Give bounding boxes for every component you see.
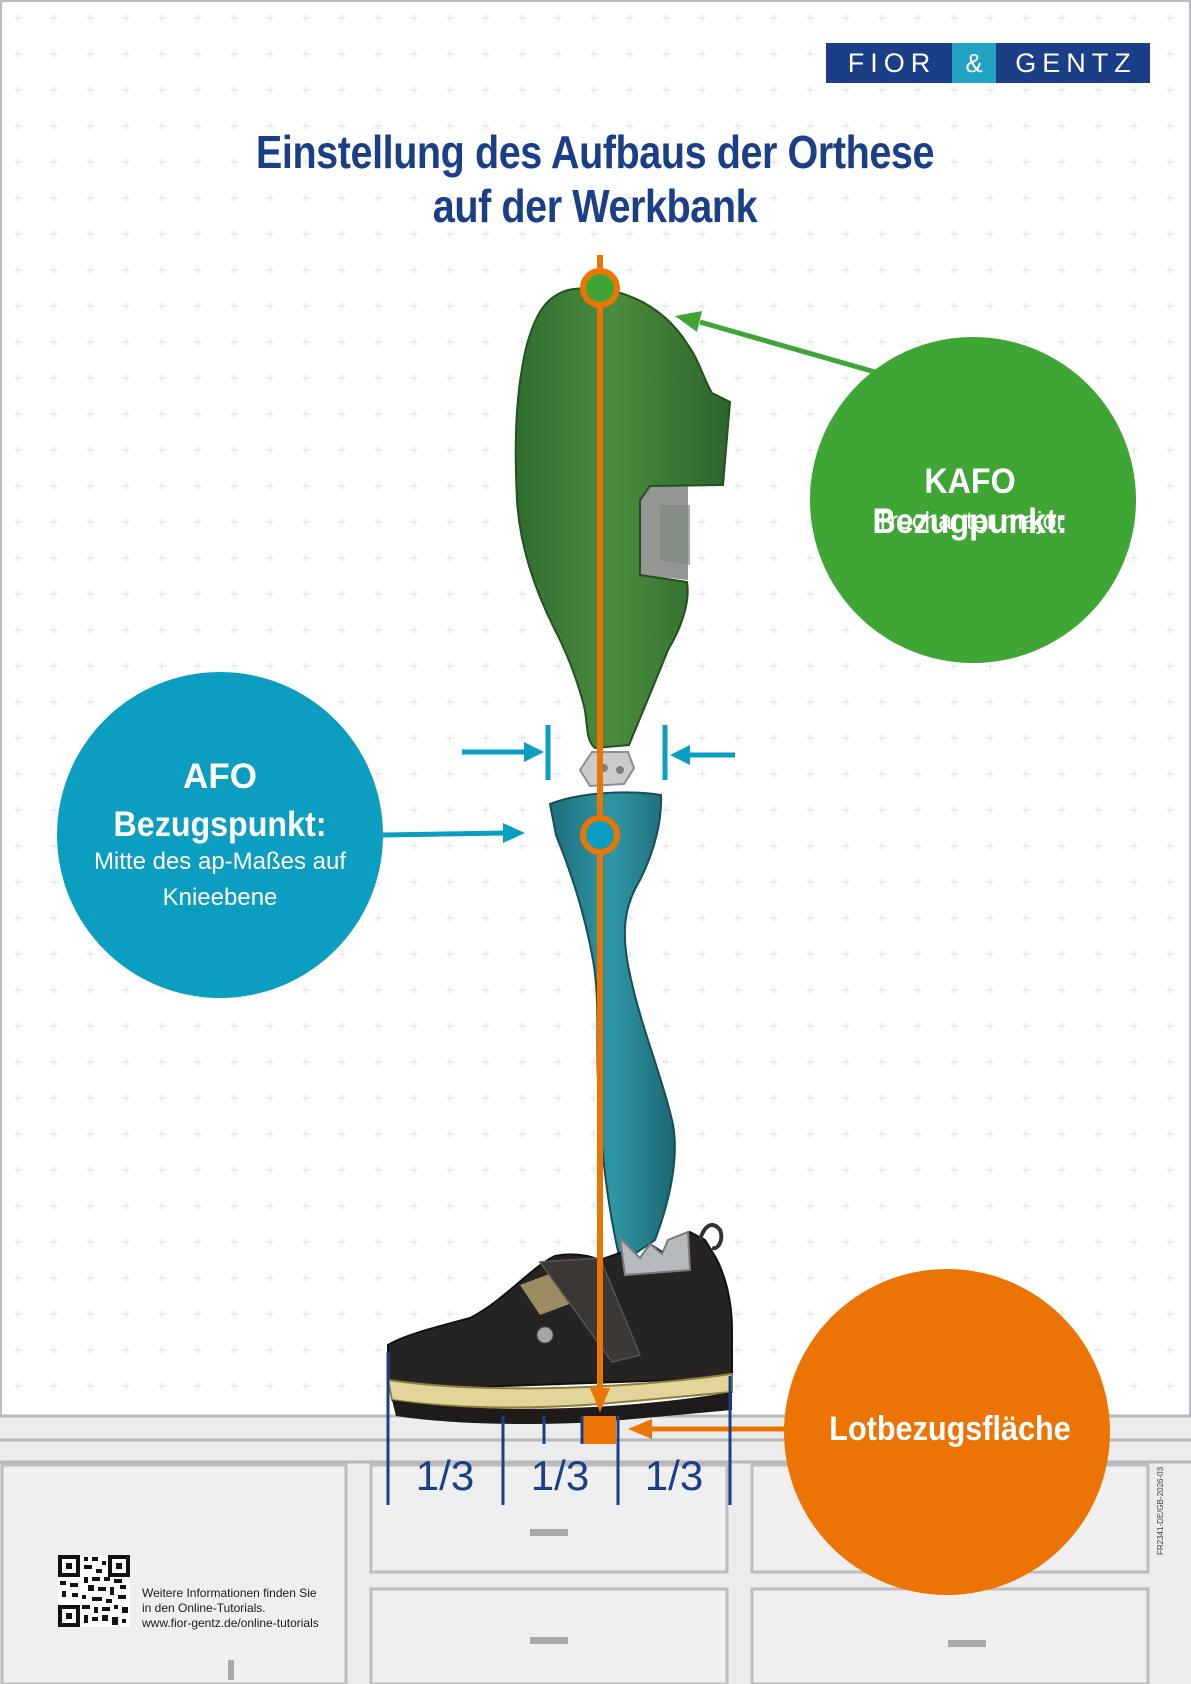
afo-callout (57, 672, 525, 998)
title-line-1: Einstellung des Aufbaus der Orthese (255, 126, 935, 178)
plumb-reference-area (582, 1416, 616, 1444)
lot-label: Lotbezugsfläche (829, 1410, 1071, 1448)
footer-line-2: in den Online-Tutorials. (142, 1601, 266, 1615)
drawer-handle (530, 1637, 568, 1644)
logo-part-gentz: GENTZ (996, 43, 1150, 83)
afo-heading-line-2: Bezugspunkt: (113, 805, 327, 844)
drawer-middle-bottom (369, 1587, 729, 1684)
kafo-callout (675, 311, 1136, 663)
afo-heading-line-1: AFO (183, 757, 257, 796)
third-label-2: 1/3 (530, 1452, 590, 1499)
third-label-3: 1/3 (644, 1452, 704, 1499)
footer-info: Weitere Informationen finden Sie in den … (142, 1586, 319, 1631)
logo-part-ampersand: & (952, 43, 996, 83)
drawer-handle (530, 1529, 568, 1536)
afo-subtext-line-2: Knieebene (162, 884, 278, 911)
qr-code (58, 1555, 130, 1627)
kafo-heading: KAFO Bezugpunkt: (872, 462, 1068, 541)
lot-callout (582, 1269, 1110, 1595)
afo-reference-marker (580, 815, 620, 855)
kafo-subtext: Trochanter major (875, 507, 1065, 535)
page-title: Einstellung des Aufbaus der Orthese auf … (230, 125, 961, 233)
drawer-handle (948, 1640, 986, 1647)
drawer-left (0, 1463, 348, 1684)
shoe (386, 1223, 733, 1424)
ap-width-dimension (462, 725, 735, 780)
thirds-ruler (386, 1352, 732, 1505)
third-label-1: 1/3 (415, 1452, 475, 1499)
afo-shell (548, 791, 676, 1262)
knee-joint (578, 751, 636, 788)
document-code: FR2341-DE/GB-2026-03 (1156, 1466, 1165, 1555)
drawer-handle (228, 1660, 234, 1680)
logo-part-fior: FIOR (826, 43, 952, 83)
afo-subtext-line-1: Mitte des ap-Maßes auf (93, 848, 347, 875)
footer-url: www.fior-gentz.de/online-tutorials (142, 1616, 319, 1630)
title-line-2: auf der Werkbank (432, 180, 758, 232)
fior-gentz-logo: FIOR & GENTZ (826, 43, 1150, 83)
kafo-thigh-shell (514, 287, 732, 750)
drawer-middle-top (369, 1463, 729, 1574)
drawer-right-bottom (750, 1587, 1150, 1684)
kafo-reference-marker (580, 268, 620, 308)
footer-line-1: Weitere Informationen finden Sie (142, 1586, 317, 1600)
